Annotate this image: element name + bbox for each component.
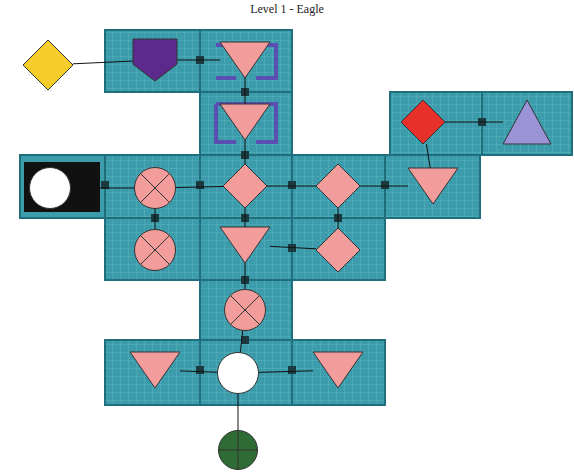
room-link — [245, 263, 246, 289]
diamond-room — [316, 228, 360, 272]
crossed-circle-room — [134, 229, 176, 271]
room-shape — [23, 40, 73, 90]
room-link — [180, 371, 217, 372]
diamond-room — [316, 164, 360, 208]
room-link — [155, 209, 156, 229]
room-link — [177, 60, 220, 61]
room-shape — [220, 104, 270, 140]
room-link — [245, 78, 246, 104]
room-shape — [134, 229, 176, 271]
pentagon-room — [133, 39, 177, 81]
room-link — [360, 186, 408, 187]
triangle-room — [313, 352, 363, 388]
triangle-room — [130, 352, 180, 388]
room-link — [245, 140, 246, 164]
room-link — [176, 186, 223, 187]
room-link — [238, 394, 239, 430]
room-shape — [217, 352, 259, 394]
crossed-circle-room — [218, 430, 258, 470]
room-tiles — [20, 30, 572, 405]
room-doors — [101, 56, 486, 374]
room-shape — [220, 227, 270, 263]
triangle-room — [503, 100, 551, 144]
map-title: Level 1 - Eagle — [0, 2, 574, 17]
diamond-room — [23, 40, 73, 90]
room-link — [240, 331, 242, 352]
room-shape — [503, 100, 551, 144]
triangle-room — [220, 42, 270, 78]
room-shape — [224, 289, 266, 331]
room-shape — [401, 100, 445, 144]
room-link — [267, 186, 316, 187]
room-shape — [29, 167, 71, 209]
room-shape — [408, 168, 458, 204]
room-link — [245, 208, 246, 227]
circle-room — [29, 167, 71, 209]
room-link — [73, 61, 133, 64]
diamond-room — [401, 100, 445, 144]
room-shape — [223, 164, 267, 208]
room-link — [259, 371, 313, 373]
dark-room — [24, 162, 100, 212]
room-shape — [316, 228, 360, 272]
room-link — [71, 188, 134, 189]
room-shape — [218, 430, 258, 470]
room-shape — [130, 352, 180, 388]
room-link — [445, 122, 503, 123]
room-link — [270, 246, 316, 248]
room-shape — [316, 164, 360, 208]
room-shape — [134, 167, 176, 209]
circle-room — [217, 352, 259, 394]
room-shape — [313, 352, 363, 388]
room-shape — [133, 39, 177, 81]
triangle-room — [220, 104, 270, 140]
triangle-room — [220, 227, 270, 263]
room-link — [426, 144, 430, 168]
room-shape — [220, 42, 270, 78]
crossed-circle-room — [134, 167, 176, 209]
triangle-room — [408, 168, 458, 204]
room-link — [338, 208, 339, 228]
crossed-circle-room — [224, 289, 266, 331]
diamond-room — [223, 164, 267, 208]
